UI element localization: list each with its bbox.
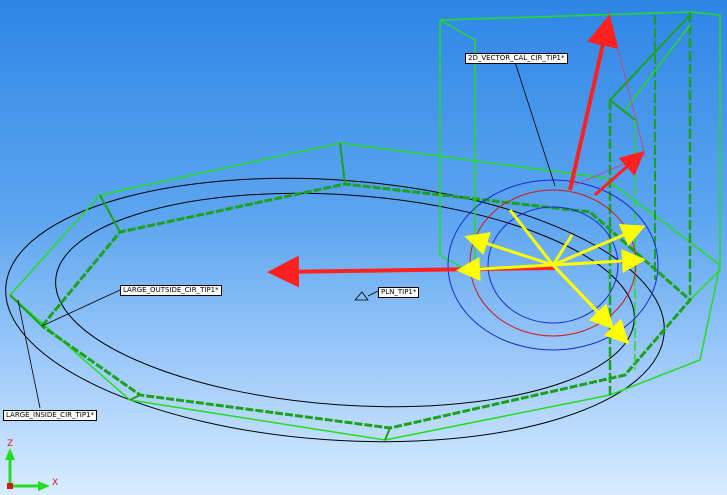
triad-x-label: X xyxy=(52,478,59,488)
frame-rib xyxy=(129,394,141,401)
probe-circle-inner[interactable] xyxy=(487,206,619,324)
label-large-inside[interactable]: LARGE_INSIDE_CIR_TIP1* xyxy=(3,410,98,421)
leader-inside xyxy=(17,299,41,409)
panel-diag xyxy=(609,99,636,121)
outer-circle[interactable] xyxy=(0,157,673,462)
frame-rib xyxy=(9,294,43,327)
label-large-outside[interactable]: LARGE_OUTSIDE_CIR_TIP1* xyxy=(120,285,222,296)
frame-rib xyxy=(384,427,391,441)
triad-z-label: Z xyxy=(7,439,14,449)
panel-diag xyxy=(609,14,691,101)
leader-plane xyxy=(367,290,379,297)
frame-rib xyxy=(99,194,121,233)
frame-outer[interactable] xyxy=(9,142,721,441)
triad-z-head xyxy=(5,448,15,460)
panel-diag xyxy=(624,24,691,111)
label-plane[interactable]: PLN_TIP1* xyxy=(378,287,420,298)
triad-x-head xyxy=(38,481,50,491)
vector-arrow-up[interactable] xyxy=(568,14,619,191)
probe-hits[interactable] xyxy=(456,209,646,345)
inner-circle[interactable] xyxy=(48,175,641,425)
leader-outside xyxy=(41,289,121,327)
triad-origin xyxy=(7,483,13,489)
leader-vector xyxy=(514,61,556,187)
frame-rib xyxy=(339,142,346,185)
vector-arrow-diag[interactable] xyxy=(594,151,645,197)
vector-guide xyxy=(574,9,646,186)
label-2d-vector[interactable]: 2D_VECTOR_CAL_CIR_TIP1* xyxy=(465,53,568,64)
plane-symbol[interactable] xyxy=(354,291,369,301)
